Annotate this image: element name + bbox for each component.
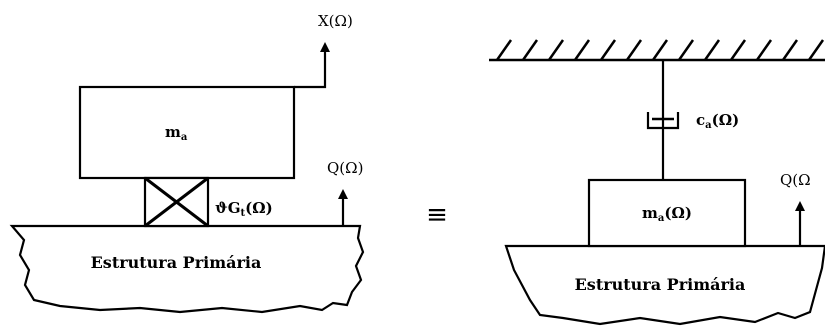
right-mass-label: ma(Ω)	[642, 204, 692, 224]
left-force-label: Q(Ω)	[327, 159, 363, 177]
hatch-mark	[781, 39, 799, 61]
left-response-arrow	[294, 42, 330, 89]
hatch-mark	[625, 39, 643, 61]
hatch-mark	[729, 39, 747, 61]
hatch-mark	[703, 39, 721, 61]
right-damper	[646, 60, 680, 180]
right-base-label: Estrutura Primária	[575, 275, 746, 294]
left-response-label: X(Ω)	[318, 12, 353, 30]
right-system: ca(Ω) Estrutura Primária ma(Ω) Q(Ω	[489, 39, 825, 326]
left-mass-label: ma	[165, 123, 188, 143]
hatch-mark	[521, 39, 539, 61]
right-primary-structure	[504, 244, 825, 326]
right-mass-block	[587, 178, 747, 248]
hatch-mark	[547, 39, 565, 61]
hatch-mark	[495, 39, 513, 61]
hatch-mark	[755, 39, 773, 61]
left-mass-block	[78, 85, 296, 180]
right-force-label: Q(Ω	[780, 171, 811, 189]
left-system: Estrutura Primária ma ϑGt(Ω) X(Ω) Q(Ω)	[9, 12, 365, 314]
left-base-label: Estrutura Primária	[91, 253, 262, 272]
left-viscoelastic-element	[143, 176, 210, 228]
hatch-mark	[807, 39, 825, 61]
right-fixed-support	[489, 39, 825, 62]
equivalence-symbol: ≡	[426, 200, 448, 230]
hatch-mark	[651, 39, 669, 61]
left-element-label: ϑGt(Ω)	[215, 199, 273, 219]
hatch-mark	[573, 39, 591, 61]
hatch-mark	[677, 39, 695, 61]
right-damper-label: ca(Ω)	[696, 111, 739, 131]
left-primary-structure	[9, 224, 365, 314]
hatch-mark	[599, 39, 617, 61]
